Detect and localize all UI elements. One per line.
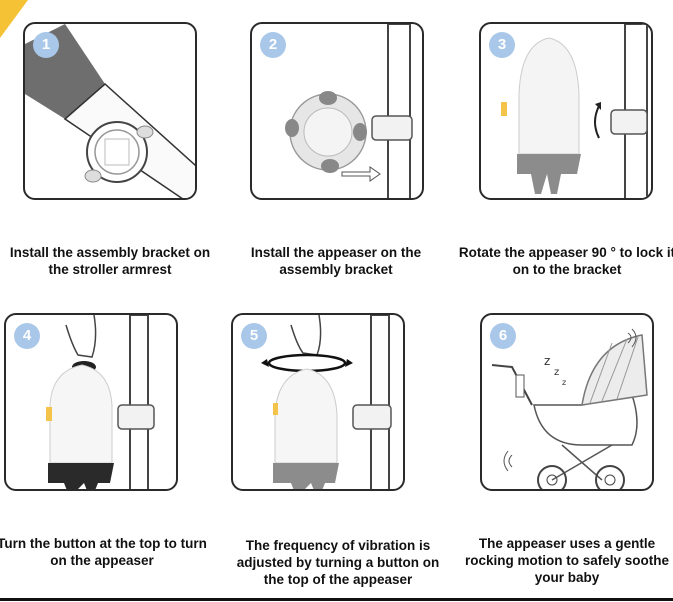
bottom-divider	[0, 598, 673, 601]
step-2-panel: 2	[250, 22, 424, 200]
step-4-panel: 4	[4, 313, 178, 491]
step-6-panel: z z z 6	[480, 313, 654, 491]
step-3-caption: Rotate the appeaser 90 ° to lock it on t…	[458, 245, 673, 277]
step-1-panel: 1	[23, 22, 197, 200]
step-5-caption: The frequency of vibration is adjusted b…	[236, 538, 440, 587]
step-number-badge: 5	[241, 323, 267, 349]
step-6-caption: The appeaser uses a gentle rocking motio…	[464, 536, 670, 585]
step-4-illustration	[46, 315, 155, 489]
step-1-illustration	[25, 24, 195, 198]
step-3-illustration	[501, 24, 648, 198]
step-5-illustration	[261, 315, 392, 489]
step-number-badge: 6	[490, 323, 516, 349]
step-number-badge: 3	[489, 32, 515, 58]
step-number-badge: 1	[33, 32, 59, 58]
step-number-badge: 2	[260, 32, 286, 58]
step-6-illustration: z z z	[491, 328, 648, 489]
svg-text:z: z	[554, 367, 559, 378]
svg-text:z: z	[544, 354, 550, 368]
step-3-panel: 3	[479, 22, 653, 200]
step-1-caption: Install the assembly bracket on the stro…	[9, 245, 211, 277]
step-2-illustration	[285, 24, 413, 198]
step-5-panel: 5	[231, 313, 405, 491]
step-number-badge: 4	[14, 323, 40, 349]
step-4-caption: Turn the button at the top to turn on th…	[0, 536, 207, 568]
svg-text:z: z	[562, 378, 566, 387]
step-2-caption: Install the appeaser on the assembly bra…	[250, 245, 422, 277]
